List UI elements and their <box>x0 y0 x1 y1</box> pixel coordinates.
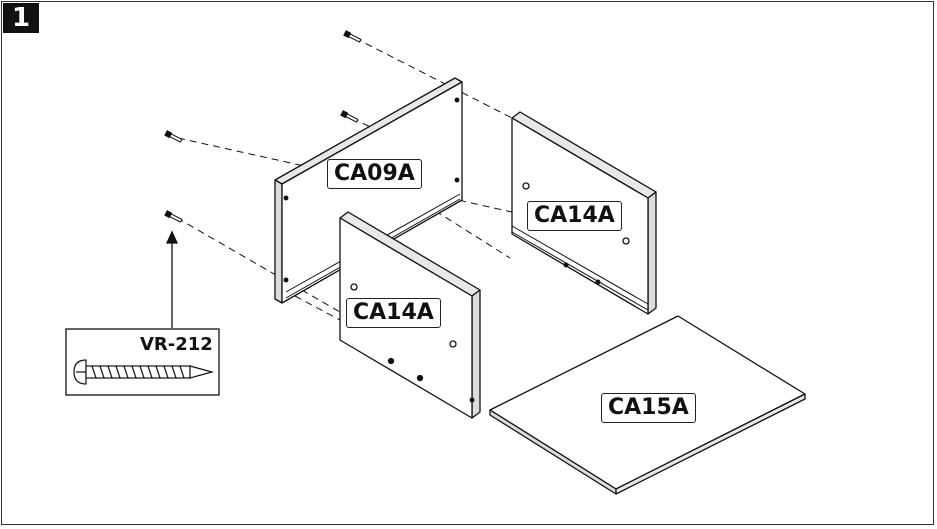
step-number: 1 <box>3 3 39 33</box>
cam-hole <box>622 237 630 245</box>
panel-right-edge <box>647 191 657 315</box>
cam-hole <box>563 262 569 268</box>
panel-back-side <box>274 179 283 304</box>
cam-hole <box>387 357 395 365</box>
cam-hole <box>454 97 460 103</box>
cam-hole <box>469 397 475 403</box>
guide-line <box>294 295 341 321</box>
cam-hole <box>350 283 358 291</box>
cam-hole <box>595 279 601 285</box>
guide-line <box>176 217 341 313</box>
panel-right-groove <box>511 231 649 311</box>
cam-hole <box>449 340 457 348</box>
screw <box>164 210 183 223</box>
guide-line <box>354 37 513 119</box>
part-label-left-side-panel: CA14A <box>346 298 441 328</box>
screw <box>343 30 362 43</box>
cam-hole <box>283 195 289 201</box>
hardware-callout <box>65 328 220 396</box>
cam-hole <box>283 277 289 283</box>
panel-right-groove <box>511 225 649 305</box>
part-label-bottom-panel: CA15A <box>601 393 696 423</box>
hardware-callout-box <box>65 328 220 396</box>
part-label-right-side-panel: CA14A <box>527 201 622 231</box>
screw <box>340 110 359 123</box>
screw <box>164 130 183 143</box>
cam-hole <box>416 374 424 382</box>
hardware-code-label: VR-212 <box>140 334 213 355</box>
callout-arrow <box>165 230 179 328</box>
cam-hole <box>454 177 460 183</box>
cam-hole <box>522 182 530 190</box>
screw-illustration <box>73 359 215 385</box>
screws <box>164 30 362 223</box>
panel-back-face <box>281 81 463 304</box>
panel-bottom-edge <box>615 393 806 495</box>
part-label-back-panel: CA09A <box>327 159 422 189</box>
